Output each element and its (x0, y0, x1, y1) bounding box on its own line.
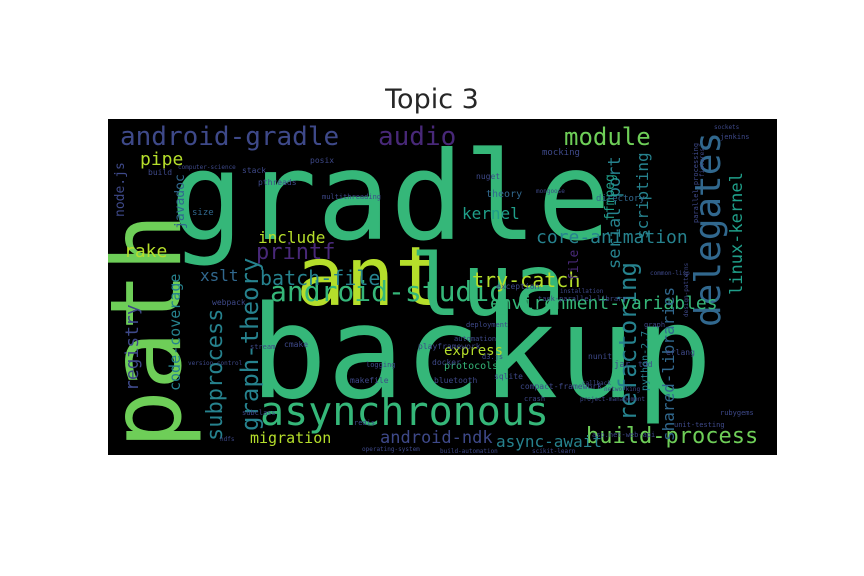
word-environment-variables: environment-variables (490, 293, 718, 314)
word-nuget: nuget (476, 172, 500, 181)
word-module: module (564, 123, 651, 151)
word-linux-kernel: linux-kernel (727, 172, 747, 295)
word-cmake: cmake (284, 340, 308, 349)
word-logging: logging (366, 361, 396, 369)
word-common-lisp: common-lisp (650, 270, 690, 277)
word-graph-theory: graph-theory (236, 258, 264, 431)
word-graph: graph (644, 321, 665, 329)
word-serial-port: serial-port (605, 156, 625, 269)
word-design-patterns: design-patterns (683, 262, 690, 317)
word-sockets: sockets (714, 124, 740, 131)
word-redis: redis (354, 419, 375, 427)
word-exception: exception (496, 282, 540, 291)
word-ant: ant (296, 230, 444, 325)
word-asp-net-web-api: asp.net-web-api (592, 431, 655, 439)
word-python-2-7: python-2.7 (640, 331, 651, 391)
word-hdfs: hdfs (220, 436, 235, 443)
word-webpack: webpack (212, 298, 246, 307)
word-android-gradle: android-gradle (120, 122, 339, 152)
word-d3-js: d3.js (482, 353, 503, 361)
word-unit-testing: unit-testing (674, 421, 725, 429)
word-audio: audio (378, 122, 456, 152)
word-task-parallel-library: task-parallel-library (538, 295, 627, 303)
word-mocking: mocking (542, 148, 580, 158)
word-javadoc: javadoc (173, 174, 188, 229)
word-networking: networking (604, 386, 641, 393)
word-theory: theory (486, 189, 522, 200)
word-kernel: kernel (462, 204, 520, 223)
word-file: file (567, 250, 582, 281)
word-callback: callback (582, 380, 611, 387)
word-computer-science: computer-science (178, 164, 236, 171)
word-scripting: scripting (633, 152, 652, 239)
word-size: size (192, 208, 214, 218)
word-stream: stream (250, 343, 275, 351)
word-gradle: gradle (170, 126, 611, 268)
word-rubygems: rubygems (720, 409, 754, 417)
word-android-studio: android-studio (270, 275, 506, 308)
word-parallel-processing: parallel-processing (692, 143, 700, 223)
word-version-control: version-control (188, 360, 243, 367)
word-asynchronous: asynchronous (260, 389, 549, 435)
word-path: path (108, 213, 204, 449)
word-rake: rake (124, 241, 167, 262)
word-operating-system: operating-system (362, 446, 420, 453)
word-printf: printf (256, 240, 335, 265)
word-xslt: xslt (200, 266, 239, 285)
word-stack: stack (242, 166, 266, 175)
word-playframework: playframework (418, 342, 481, 351)
word-mongoose: mongoose (536, 188, 565, 195)
word-posix: posix (310, 156, 334, 165)
word-compact-framework: compact-framework (520, 382, 602, 391)
word-core-animation: core-animation (536, 227, 688, 248)
word-multithreading: multithreading (322, 193, 381, 201)
word-jar: jar (614, 360, 631, 370)
word-code-coverage: code-coverage (166, 274, 184, 391)
word-docker: docker (432, 358, 461, 367)
word-crash: crash (524, 395, 545, 403)
word-express: express (444, 343, 503, 359)
word-try-catch: try-catch (472, 268, 580, 292)
chart-title: Topic 3 (385, 84, 479, 115)
word-jenkins: jenkins (720, 133, 750, 141)
word-async-await: async-await (496, 432, 602, 451)
word-shared-libraries: shared-libraries (659, 287, 678, 441)
word-sqlite: sqlite (494, 372, 523, 381)
word-pipe: pipe (140, 149, 183, 170)
word-tdd: tdd (638, 360, 653, 369)
word-registry: registry (122, 304, 143, 391)
word-scikit-learn: scikit-learn (532, 448, 576, 455)
word-migration: migration (250, 429, 331, 447)
word-installation: installation (560, 288, 604, 295)
word-pthreads: pthreads (258, 178, 297, 187)
word-build: build (148, 168, 172, 177)
word-automation: automation (454, 335, 496, 343)
word-erlang: erlang (666, 348, 695, 357)
word-delegates: delegates (688, 132, 729, 327)
word-build-automation: build-automation (440, 448, 498, 455)
word-refactoring: refactoring (614, 262, 642, 421)
word-bluetooth: bluetooth (434, 376, 478, 385)
word-include: include (258, 228, 325, 247)
word-subprocess: subprocess (203, 309, 228, 441)
word-lua: lua (410, 236, 565, 336)
word-build-process: build-process (586, 424, 758, 449)
word-fixtures: fixtures (699, 148, 706, 177)
word-makefile: makefile (350, 376, 389, 385)
word-protocols: protocols (444, 361, 498, 372)
word-deployment: deployment (466, 321, 508, 329)
word-android-ndk: android-ndk (380, 428, 493, 448)
word-backup: backup (250, 279, 712, 428)
word-nunit: nunit (588, 352, 612, 361)
word-batch-file: batch-file (260, 266, 380, 290)
word-node-js: node.js (113, 162, 128, 217)
word-project-management: project-management (580, 396, 645, 403)
word-ffmpeg: ffmpeg (603, 174, 618, 221)
word-subclass: subclass (242, 409, 276, 417)
word-directory: directory (596, 194, 645, 204)
